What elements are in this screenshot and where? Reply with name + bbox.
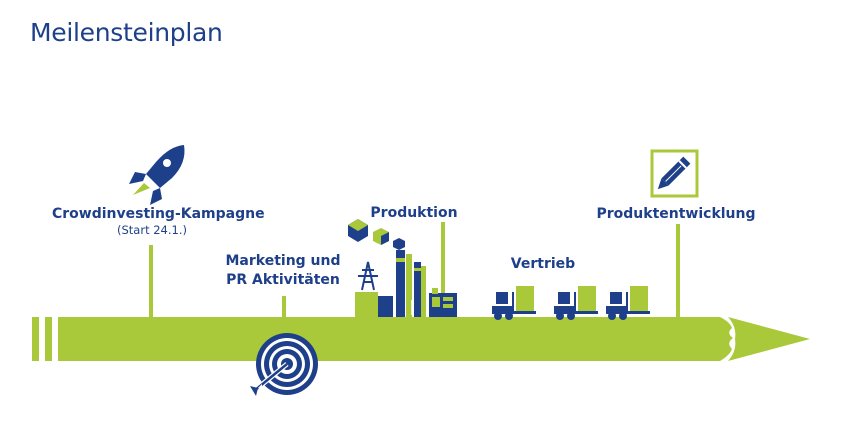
connector-line [676, 224, 680, 318]
milestone-label-crowdinvesting: Crowdinvesting-Kampagne [52, 206, 265, 222]
milestone-label-produktentwicklung: Produktentwicklung [596, 206, 756, 222]
forklift-icon [492, 286, 536, 320]
target-icon [250, 333, 318, 396]
forklift-icon [554, 286, 598, 320]
page-title: Meilensteinplan [30, 18, 223, 47]
milestone-sublabel-start: (Start 24.1.) [117, 223, 187, 237]
rocket-icon [129, 145, 185, 205]
connector-line [282, 296, 286, 318]
connector-line [149, 245, 153, 317]
forklift-icon [606, 286, 650, 320]
milestone-label-produktion: Produktion [370, 205, 458, 221]
timeline-arrow [32, 317, 810, 361]
milestone-label-pr: PR Aktivitäten [226, 272, 340, 288]
connector-line [441, 222, 445, 318]
pencil-icon [650, 149, 699, 198]
factory-icon [348, 219, 457, 317]
milestone-label-vertrieb: Vertrieb [510, 256, 576, 272]
milestone-label-marketing: Marketing und [225, 253, 341, 269]
